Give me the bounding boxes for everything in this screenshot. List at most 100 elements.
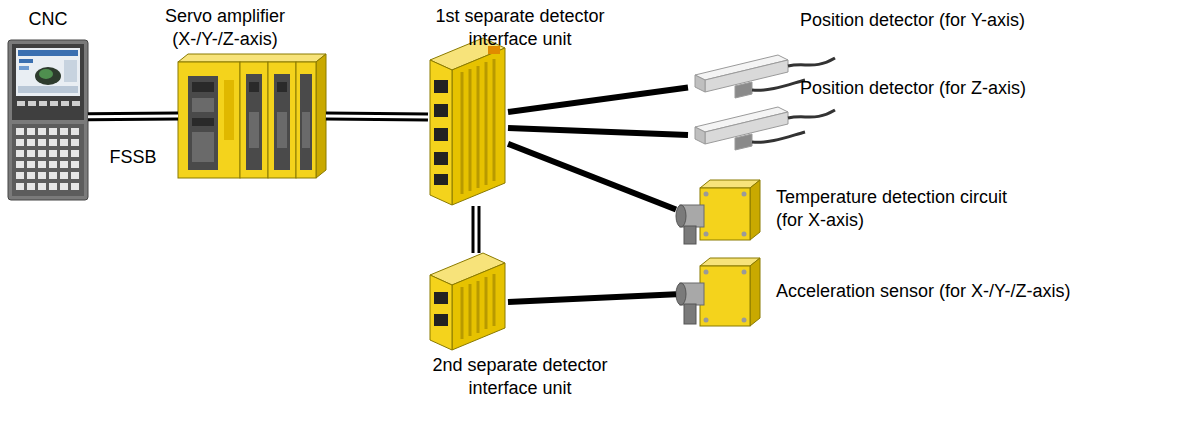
servo-amplifier-illustration-part bbox=[268, 62, 296, 178]
cnc-illustration-part bbox=[64, 60, 77, 82]
linear-scale-illustration-part bbox=[695, 75, 705, 92]
servo-amplifier-illustration-part bbox=[302, 112, 310, 148]
cable-line bbox=[326, 112, 428, 122]
sensor-box-illustration-part bbox=[700, 266, 750, 326]
cnc-illustration-part bbox=[18, 50, 78, 56]
bus-label: FSSB bbox=[107, 146, 158, 168]
detector-unit-illustration-part bbox=[434, 80, 448, 185]
detector-unit-illustration-part-part bbox=[434, 104, 448, 117]
cnc-illustration-part bbox=[61, 101, 69, 106]
detector-unit-illustration-part-part bbox=[477, 281, 480, 333]
cnc-illustration-part-part bbox=[16, 183, 24, 190]
cnc-illustration-part-part bbox=[16, 161, 24, 168]
device-name: CNC bbox=[6, 8, 90, 31]
bus-cable bbox=[326, 116, 428, 118]
servo-amplifier-illustration-part bbox=[192, 82, 214, 92]
detector-unit-illustration-part-part bbox=[461, 72, 464, 194]
cnc-illustration-part bbox=[19, 66, 29, 70]
sensor-box-illustration-part bbox=[700, 188, 750, 240]
cnc-illustration-part bbox=[12, 124, 84, 196]
sensor-box-illustration bbox=[676, 258, 760, 326]
sensor-box-illustration bbox=[676, 180, 760, 244]
cnc-illustration-part bbox=[72, 101, 80, 106]
device-label: 2nd separate detector interface unit bbox=[415, 354, 625, 400]
sensor-box-illustration-part bbox=[684, 226, 696, 244]
servo-amplifier-illustration-part bbox=[246, 74, 262, 170]
servo-amplifier-illustration-part bbox=[188, 76, 218, 170]
cnc-illustration-part-part bbox=[49, 172, 57, 179]
sensor-box-illustration-part bbox=[676, 283, 686, 305]
interface-unit-node: 2nd separate detector interface unit bbox=[428, 253, 508, 351]
servo-amplifier-illustration-part bbox=[178, 62, 240, 178]
cnc-illustration-part-part bbox=[71, 172, 79, 179]
detector-unit-illustration bbox=[430, 253, 505, 350]
cnc-illustration-part-part bbox=[38, 128, 46, 135]
detector-unit-illustration-part bbox=[430, 60, 452, 205]
cnc-illustration-part-part bbox=[71, 128, 79, 135]
sensor-box-illustration-part-part bbox=[704, 318, 709, 323]
cnc-illustration-part-part bbox=[49, 128, 57, 135]
cnc-illustration-part bbox=[28, 101, 36, 106]
detector-unit-illustration-part-part bbox=[469, 69, 472, 191]
cnc-illustration-part-part bbox=[49, 161, 57, 168]
detector-unit-illustration bbox=[430, 38, 505, 205]
detector-cable bbox=[508, 294, 676, 302]
cnc-illustration-part-part bbox=[71, 150, 79, 157]
sensor-box-illustration-part bbox=[684, 304, 696, 324]
position-detector-node: Position detector (for Y-axis) bbox=[688, 50, 788, 100]
detector-cable bbox=[508, 128, 688, 135]
device-name: 2nd separate detector interface unit bbox=[415, 354, 625, 400]
detector-unit-illustration-part-part bbox=[434, 80, 448, 93]
cable-line bbox=[508, 144, 676, 210]
cnc-illustration-part-part bbox=[38, 150, 46, 157]
sensor-box-illustration-part-part bbox=[704, 232, 709, 237]
detector-unit-illustration-part-part bbox=[434, 314, 448, 326]
servo-amplifier-illustration-part bbox=[178, 54, 326, 62]
sensor-box-illustration-part-part bbox=[742, 318, 747, 323]
cnc-illustration-part bbox=[39, 69, 53, 79]
cnc-illustration-part-part bbox=[27, 128, 35, 135]
detector-unit-illustration-part bbox=[434, 292, 448, 326]
device-label: Acceleration sensor (for X-/Y-/Z-axis) bbox=[776, 280, 1070, 303]
cnc-node: CNC bbox=[8, 40, 88, 200]
device-name: Servo amplifier (X-/Y-/Z-axis) bbox=[150, 5, 300, 51]
cnc-illustration-part-part bbox=[38, 172, 46, 179]
detector-unit-illustration-part bbox=[462, 274, 494, 339]
servo-amplifier-illustration-part bbox=[277, 82, 287, 92]
sensor-box-illustration-part bbox=[750, 180, 760, 240]
detector-unit-illustration-part-part bbox=[485, 277, 488, 329]
linear-scale-illustration-part bbox=[735, 134, 752, 150]
cnc-illustration-part-part bbox=[38, 161, 46, 168]
cnc-illustration-part-part bbox=[60, 183, 68, 190]
detector-unit-illustration-part-part bbox=[485, 62, 488, 185]
linear-scale-illustration-part bbox=[735, 82, 752, 98]
cable-gap bbox=[88, 115, 178, 119]
bus-cable bbox=[476, 206, 477, 253]
cnc-illustration-part-part bbox=[38, 139, 46, 146]
device-label: Position detector (for Y-axis) bbox=[800, 9, 1025, 32]
servo-amplifier-illustration-part bbox=[192, 98, 214, 112]
cnc-illustration-part-part bbox=[71, 183, 79, 190]
servo-amplifier-node: Servo amplifier (X-/Y-/Z-axis) bbox=[178, 52, 326, 180]
sensor-box-illustration-part bbox=[750, 258, 760, 326]
cnc-illustration-part-part bbox=[27, 139, 35, 146]
device-label: CNC bbox=[6, 8, 90, 31]
cnc-illustration-part bbox=[39, 101, 47, 106]
servo-amplifier-illustration-part bbox=[277, 112, 287, 148]
device-name: Position detector (for Z-axis) bbox=[800, 77, 1026, 100]
position-detector-node: Position detector (for Z-axis) bbox=[688, 102, 788, 152]
sensor-box-illustration-part-part bbox=[742, 270, 747, 275]
servo-amplifier-illustration-part bbox=[240, 62, 268, 178]
detector-unit-illustration-part-part bbox=[434, 292, 448, 304]
cnc-illustration-part bbox=[16, 48, 80, 96]
cnc-illustration-part-part bbox=[16, 139, 24, 146]
detector-unit-illustration-part-part bbox=[434, 128, 448, 141]
cnc-illustration-part bbox=[16, 128, 79, 190]
cable-gap bbox=[475, 206, 478, 253]
device-label: Servo amplifier (X-/Y-/Z-axis) bbox=[150, 5, 300, 51]
acceleration-sensor-node: Acceleration sensor (for X-/Y-/Z-axis) bbox=[676, 256, 764, 334]
cnc-illustration-part-part bbox=[49, 139, 57, 146]
detector-unit-illustration-part bbox=[462, 59, 494, 194]
cable-line bbox=[88, 112, 178, 122]
cable-line bbox=[508, 128, 688, 135]
